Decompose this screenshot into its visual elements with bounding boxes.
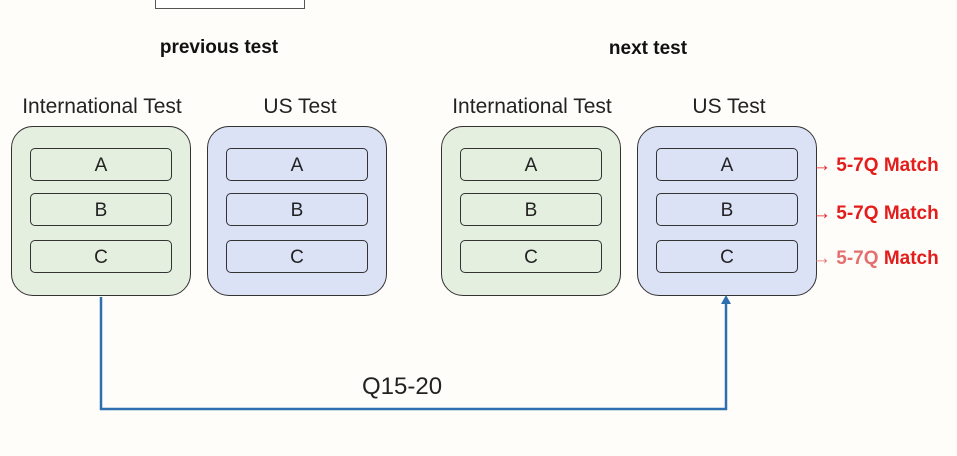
top-placeholder-box <box>155 0 305 9</box>
next-us-item-c: C <box>656 240 798 273</box>
match-word: Match <box>883 248 939 269</box>
arrow-right-icon: → <box>812 248 831 269</box>
match-code: 5-7Q <box>836 203 879 224</box>
connector-line <box>99 297 728 411</box>
next-international-title: International Test <box>452 95 612 118</box>
next-test-title: next test <box>608 38 688 59</box>
next-international-panel: A B C <box>441 126 621 296</box>
prev-international-panel: A B C <box>11 126 191 296</box>
next-us-item-b: B <box>656 193 798 226</box>
previous-test-title: previous test <box>159 37 279 58</box>
prev-intl-item-c: C <box>30 240 172 273</box>
prev-intl-item-a: A <box>30 148 172 181</box>
next-intl-item-c: C <box>460 240 602 273</box>
prev-us-item-a: A <box>226 148 368 181</box>
arrow-right-icon: → <box>812 155 831 176</box>
prev-us-item-c: C <box>226 240 368 273</box>
next-us-title: US Test <box>692 95 766 118</box>
next-intl-item-b: B <box>460 193 602 226</box>
connector-arrowhead-icon <box>721 295 731 304</box>
prev-us-item-b: B <box>226 193 368 226</box>
match-annotation-c: → 5-7Q Match <box>812 248 939 270</box>
prev-intl-item-b: B <box>30 193 172 226</box>
arrow-right-icon: → <box>812 203 831 224</box>
connector-label: Q15-20 <box>362 373 443 400</box>
match-annotation-a: → 5-7Q Match <box>812 155 939 177</box>
match-word: Match <box>883 155 939 176</box>
next-us-item-a: A <box>656 148 798 181</box>
prev-international-title: International Test <box>22 95 182 118</box>
match-annotation-b: → 5-7Q Match <box>812 203 939 225</box>
match-word: Match <box>883 203 939 224</box>
match-code: 5-7Q <box>836 155 879 176</box>
match-code: 5-7Q <box>836 248 879 269</box>
prev-us-title: US Test <box>263 95 337 118</box>
next-us-panel: A B C <box>637 126 817 296</box>
prev-us-panel: A B C <box>207 126 387 296</box>
next-intl-item-a: A <box>460 148 602 181</box>
